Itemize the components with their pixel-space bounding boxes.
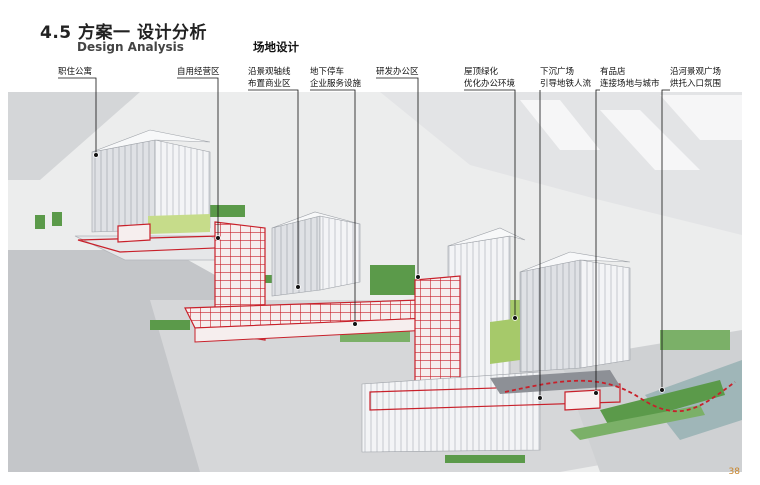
label-premium-store: 有品店 连接场地与城市 (600, 67, 660, 89)
right-office-tower (490, 251, 631, 373)
commercial-building (271, 211, 361, 297)
lower-podium (361, 370, 621, 453)
leader-lines (58, 77, 670, 398)
subtitle-en: Design Analysis (77, 40, 184, 54)
pedestrian-route (504, 379, 736, 413)
landscape-axis-corridor (184, 299, 431, 343)
staff-apartment-tower (91, 129, 211, 234)
page-number: 38 (728, 467, 740, 477)
label-landscape-axis: 沿景观轴线 布置商业区 (248, 67, 291, 89)
leader-dots (93, 152, 665, 401)
section-title: 4.5 方案一 设计分析 (40, 23, 207, 43)
label-rd-office-area: 研发办公区 (376, 67, 419, 77)
label-self-operated-area: 自用经营区 (177, 67, 220, 77)
label-staff-apartment: 职住公寓 (58, 67, 93, 77)
label-roof-greening: 屋顶绿化 优化办公环境 (464, 67, 516, 89)
label-sunken-plaza: 下沉广场 引导地铁人流 (540, 67, 592, 89)
topic-title: 场地设计 (253, 40, 299, 54)
label-riverside-plaza: 沿河景观广场 烘托入口氛围 (670, 67, 722, 89)
label-underground-parking: 地下停车 企业服务设施 (310, 67, 362, 89)
premium-store-box (564, 389, 601, 411)
